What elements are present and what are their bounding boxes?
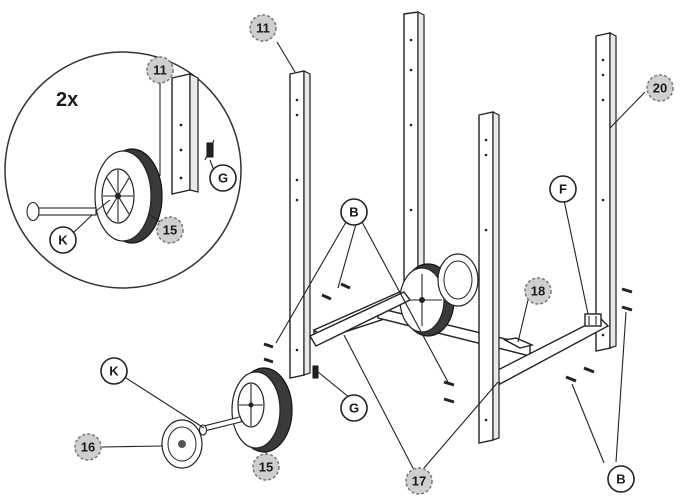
callout-15-main: 15 (252, 453, 280, 481)
rear-leg-right (595, 32, 617, 352)
front-leg-center (478, 111, 500, 444)
svg-text:17: 17 (412, 474, 426, 489)
inset-wheel (94, 148, 163, 244)
bracket-f (584, 313, 602, 327)
bar-17-front (309, 291, 412, 347)
inset-detail: 2x (4, 51, 242, 289)
leader-lines (101, 41, 646, 471)
svg-text:18: 18 (531, 284, 545, 299)
crossbar-middle (377, 307, 531, 357)
callout-17: 17 (405, 467, 433, 495)
inset-screw-g (204, 139, 215, 161)
callout-f: F (549, 175, 577, 203)
axle-bolt-k (198, 416, 243, 436)
rear-leg-center (403, 11, 425, 303)
callout-11-top: 11 (249, 14, 277, 42)
screws-b (263, 282, 633, 404)
svg-text:B: B (616, 472, 625, 487)
callout-15-inset: 15 (156, 216, 184, 244)
svg-text:16: 16 (81, 440, 95, 455)
svg-text:K: K (58, 233, 68, 248)
front-leg-left (289, 70, 311, 379)
svg-text:G: G (218, 171, 228, 186)
rear-hubcap (437, 253, 479, 307)
callout-18: 18 (524, 277, 552, 305)
svg-text:K: K (109, 364, 119, 379)
callout-b-top: B (340, 198, 368, 226)
callout-g-main: G (340, 394, 368, 422)
callout-20: 20 (646, 74, 674, 102)
svg-text:20: 20 (653, 81, 667, 96)
svg-text:11: 11 (153, 63, 167, 78)
svg-text:11: 11 (256, 21, 270, 36)
callout-11-inset: 11 (146, 56, 174, 84)
callout-g-inset: G (209, 164, 237, 192)
inset-quantity: 2x (56, 89, 78, 111)
screw-g-main (312, 365, 319, 379)
crossbar-18-end (502, 337, 535, 349)
cart-frame (161, 11, 633, 469)
callout-k-inset: K (49, 226, 77, 254)
svg-text:G: G (349, 401, 359, 416)
svg-text:15: 15 (163, 223, 177, 238)
svg-text:B: B (349, 205, 358, 220)
callout-k-main: K (100, 357, 128, 385)
inset-axle-bolt-k (26, 199, 111, 222)
svg-text:15: 15 (259, 460, 273, 475)
callout-b-bottom: B (607, 465, 635, 493)
callout-16: 16 (74, 433, 102, 461)
hubcap-16 (161, 419, 203, 469)
front-wheel (231, 367, 293, 453)
svg-text:F: F (559, 182, 567, 197)
